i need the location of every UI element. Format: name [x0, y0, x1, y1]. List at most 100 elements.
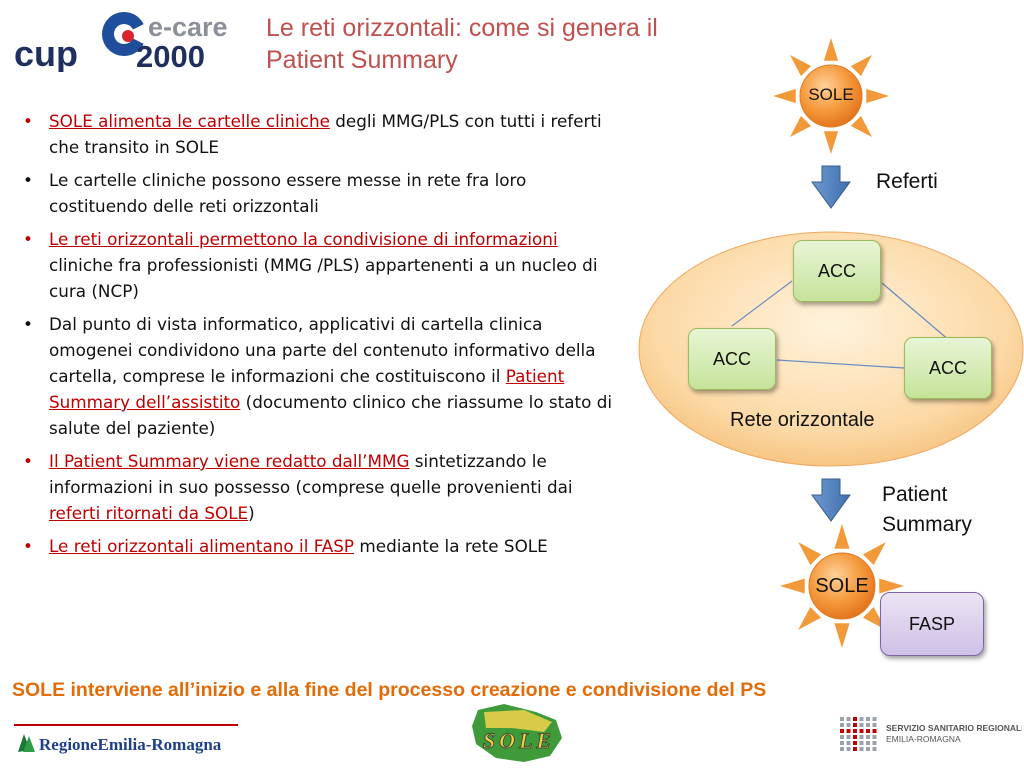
arrow-down-referti — [811, 165, 851, 209]
bullet-item-2: • Le cartelle cliniche possono essere mes… — [20, 167, 616, 219]
sun-ray — [773, 88, 796, 104]
ssr-dot — [846, 729, 851, 733]
title-line-2: Patient Summary — [266, 46, 458, 74]
bullet-text: cliniche fra professionisti (MMG /PLS) a… — [49, 255, 598, 301]
bullet-marker: • — [23, 229, 33, 249]
sun-ray — [780, 578, 805, 594]
sun-ray — [798, 606, 822, 630]
bullet-highlight-text: Le reti orizzontali permettono la condiv… — [49, 229, 558, 249]
ssr-dot-grid — [840, 717, 877, 751]
fasp-node: FASP — [880, 592, 984, 656]
bullet-item-4: • Dal punto di vista informatico, applica… — [20, 311, 616, 441]
bullet-marker: • — [23, 111, 33, 131]
link-top-left — [731, 280, 793, 327]
summary-statement: SOLE interviene all’inizio e alla fine d… — [12, 679, 767, 701]
sun-ray — [789, 54, 812, 77]
ssr-dot — [866, 723, 870, 727]
ssr-dot — [859, 741, 864, 745]
bullet-marker: • — [23, 536, 33, 556]
ssr-dot — [866, 735, 870, 739]
footer-ssr-line-1: SERVIZIO SANITARIO REGIONALE — [886, 723, 1022, 733]
logo-2000-text: 2000 — [136, 39, 205, 72]
ssr-dot — [846, 741, 851, 745]
sun-disc — [799, 64, 863, 128]
ssr-dot — [866, 741, 870, 745]
regione-emilia-romagna-logo: RegioneEmilia-Romagna — [14, 724, 238, 754]
ssr-dot — [846, 747, 851, 751]
arrow-down-patient-summary — [811, 478, 851, 522]
sun-ray — [798, 542, 822, 566]
ssr-dot — [866, 747, 870, 751]
sun-ray — [862, 542, 886, 566]
ssr-dot — [872, 741, 877, 745]
bullet-item-3: • Le reti orizzontali permettono la condi… — [20, 226, 616, 304]
link-top-right — [881, 282, 951, 342]
ssr-dot — [872, 729, 877, 733]
bullet-text: Le cartelle cliniche possono essere mess… — [49, 170, 527, 216]
ssr-dot — [853, 735, 857, 739]
bullet-text: sintetizzando le informazioni in suo pos… — [49, 451, 573, 497]
bullet-marker: • — [23, 314, 33, 334]
bullet-text: Dal punto di vista informatico, applicat… — [49, 314, 596, 386]
footer-ssr-line-2: EMILIA-ROMAGNA — [886, 734, 961, 744]
bullet-marker: • — [23, 451, 33, 471]
sun-disc — [808, 552, 876, 620]
acc-node-top: ACC — [793, 240, 881, 302]
sun-top-label: SOLE — [808, 85, 854, 104]
link-left-right — [776, 359, 905, 369]
ssr-dot — [859, 717, 864, 721]
bullet-marker: • — [23, 170, 33, 190]
sun-ray — [834, 623, 850, 648]
logo-ecare-text: e-care — [148, 12, 228, 42]
bullet-item-5: • Il Patient Summary viene redatto dall’M… — [20, 448, 616, 526]
ssr-dot — [859, 723, 864, 727]
ssr-dot — [853, 729, 857, 733]
bullet-item-1: •SOLE alimenta le cartelle cliniche degl… — [20, 108, 616, 160]
network-ellipse — [638, 231, 1024, 467]
sole-logo: SOLE — [472, 704, 562, 762]
ssr-dot — [853, 747, 857, 751]
sun-ray — [850, 54, 873, 77]
ssr-dot — [840, 741, 844, 745]
bullet-text: ) — [248, 503, 255, 523]
sun-ray — [823, 38, 839, 61]
ssr-dot — [846, 735, 851, 739]
ssr-dot — [840, 735, 844, 739]
network-diagram: SOLE Referti ACC ACC ACC Rete orizzontal… — [630, 36, 1024, 676]
ssr-dot — [872, 735, 877, 739]
ssr-dot — [859, 747, 864, 751]
ssr-dot — [846, 723, 851, 727]
cup-ecare-2000-logo: cup e-care 2000 — [14, 12, 228, 72]
sun-bottom-shape — [780, 524, 904, 648]
ssr-dot — [853, 717, 857, 721]
ssr-dot — [872, 747, 877, 751]
patient-summary-label-line-2: Summary — [882, 513, 972, 536]
logo-cup-text: cup — [14, 33, 78, 72]
sun-ray — [879, 578, 904, 594]
bullet-highlight-text: SOLE alimenta le cartelle cliniche — [49, 111, 330, 131]
servizio-sanitario-regionale-logo: SERVIZIO SANITARIO REGIONALE EMILIA-ROMA… — [840, 717, 1022, 751]
patient-summary-label-line-1: Patient — [882, 483, 948, 506]
sun-top-shape — [773, 38, 889, 154]
ssr-dot — [872, 723, 877, 727]
sun-bottom-label: SOLE — [815, 575, 869, 597]
ssr-dot — [853, 741, 857, 745]
sun-ray — [789, 115, 812, 138]
bullet-text: (documento clinico che riassume lo stato… — [49, 392, 613, 438]
ssr-dot — [840, 747, 844, 751]
title-line-1: Le reti orizzontali: come si genera il — [266, 14, 658, 42]
ssr-dot — [859, 735, 864, 739]
sun-ray — [834, 524, 850, 549]
bullet-highlight-text: Il Patient Summary viene redatto dall’MM… — [49, 451, 410, 471]
ssr-dot — [846, 717, 851, 721]
ssr-dot — [859, 729, 864, 733]
slide-title: Le reti orizzontali: come si genera il P… — [266, 12, 786, 76]
patient-summary-label: Patient Summary — [882, 480, 972, 540]
sun-ray — [866, 88, 889, 104]
footer-sole-text: SOLE — [483, 728, 555, 753]
sun-ray — [850, 115, 873, 138]
acc-node-left: ACC — [688, 328, 776, 390]
bullet-list: •SOLE alimenta le cartelle cliniche degl… — [20, 108, 616, 566]
footer-rer-text: RegioneEmilia-Romagna — [39, 735, 222, 754]
